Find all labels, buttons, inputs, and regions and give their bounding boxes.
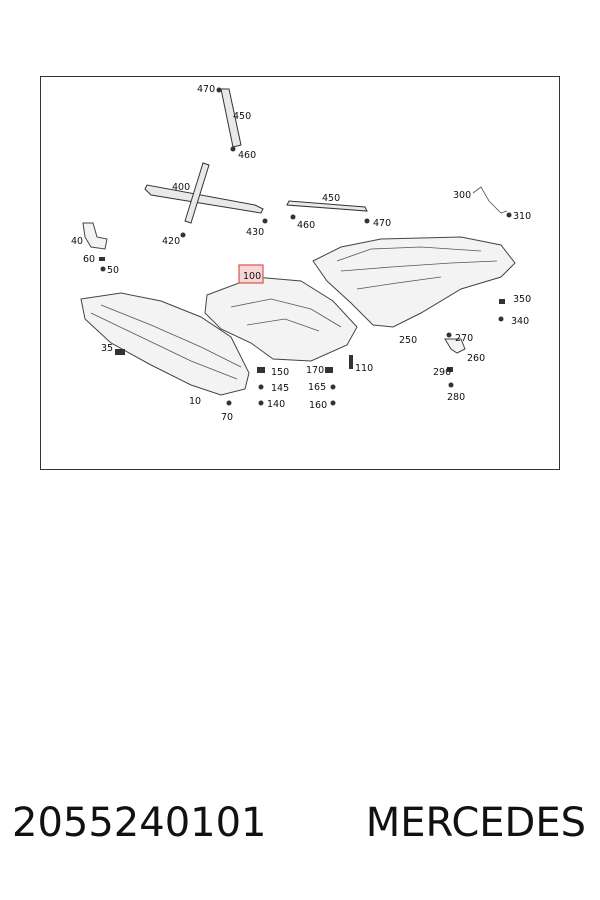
front-cover-10 xyxy=(80,292,250,406)
hardware-350-340 xyxy=(498,299,505,322)
callout-40: 40 xyxy=(71,236,83,247)
callout-160: 160 xyxy=(309,400,327,411)
callout-340: 340 xyxy=(511,316,529,327)
callout-450a: 450 xyxy=(233,111,251,122)
callout-170: 170 xyxy=(306,365,324,376)
callout-110: 110 xyxy=(355,363,373,374)
highlight-box-100 xyxy=(238,264,264,284)
callout-460b: 460 xyxy=(297,220,315,231)
brand-name: MERCEDES xyxy=(365,800,586,846)
bracket-40 xyxy=(82,222,108,272)
callout-450b: 450 xyxy=(322,193,340,204)
hardware-150-145-140 xyxy=(257,367,265,406)
strut-450-right xyxy=(286,200,370,224)
underbody-parts-diagram: 470 450 460 400 420 430 450 460 470 300 … xyxy=(71,84,531,423)
callout-140: 140 xyxy=(267,399,285,410)
callout-10: 10 xyxy=(189,396,201,407)
callout-150: 150 xyxy=(271,367,289,378)
callout-290: 290 xyxy=(433,367,451,378)
callout-350: 350 xyxy=(513,294,531,305)
callout-100: 100 xyxy=(243,271,261,282)
hardware-170-110-165-160 xyxy=(325,355,353,406)
callout-470a: 470 xyxy=(197,84,215,95)
callout-470b: 470 xyxy=(373,218,391,229)
callout-60: 60 xyxy=(83,254,95,265)
callout-430: 430 xyxy=(246,227,264,238)
callout-145: 145 xyxy=(271,383,289,394)
callout-310: 310 xyxy=(513,211,531,222)
callout-35: 35 xyxy=(101,343,113,354)
footer: 2055240101 MERCEDES xyxy=(0,800,600,860)
strut-450-top xyxy=(216,87,242,152)
rear-panel-250 xyxy=(312,236,516,328)
callout-260: 260 xyxy=(467,353,485,364)
cross-strut-400 xyxy=(144,162,268,238)
bracket-300 xyxy=(472,186,512,218)
hardware-270-260-290-280 xyxy=(444,332,466,388)
callout-270: 270 xyxy=(455,333,473,344)
callout-460a: 460 xyxy=(238,150,256,161)
callout-400: 400 xyxy=(172,182,190,193)
callout-420: 420 xyxy=(162,236,180,247)
callout-300: 300 xyxy=(453,190,471,201)
part-number: 2055240101 xyxy=(12,800,267,846)
callout-280: 280 xyxy=(447,392,465,403)
callout-250: 250 xyxy=(399,335,417,346)
callout-165: 165 xyxy=(308,382,326,393)
callout-70: 70 xyxy=(221,412,233,423)
callout-50: 50 xyxy=(107,265,119,276)
center-panel-100 xyxy=(204,264,358,362)
parts-diagram-frame: 470 450 460 400 420 430 450 460 470 300 … xyxy=(40,76,560,470)
